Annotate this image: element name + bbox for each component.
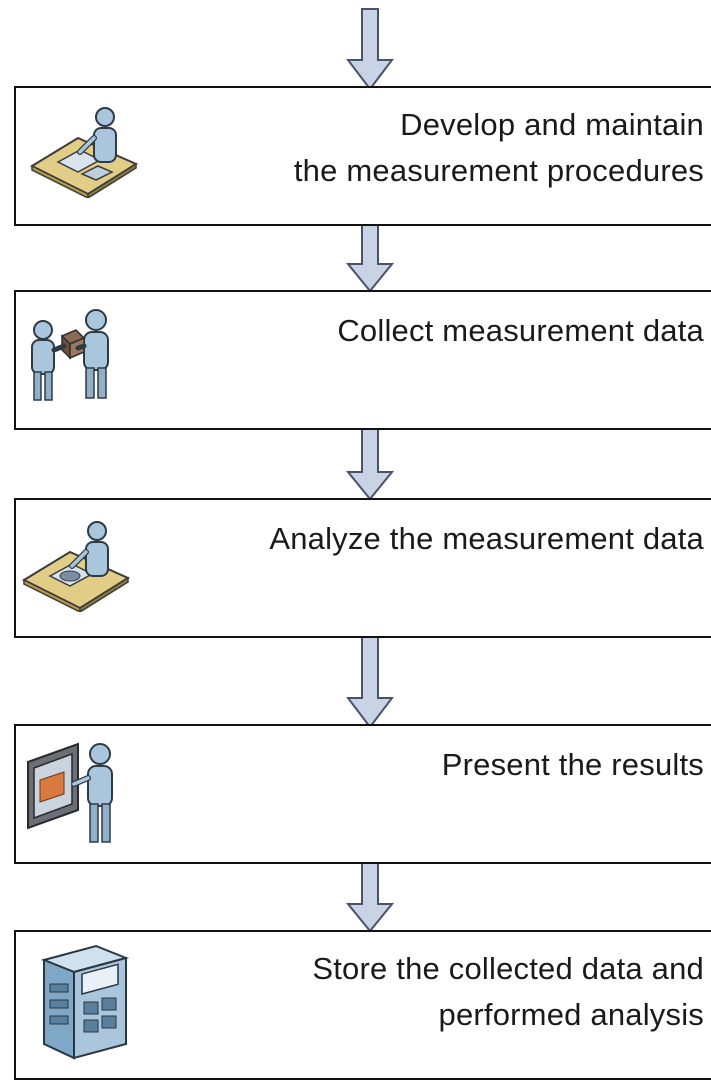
step-store-line-2: performed analysis [438,997,704,1032]
step-develop-line-2: the measurement procedures [293,153,704,188]
server-icon [40,944,130,1060]
people-exchanging-icon [31,309,109,401]
step-analyze-data: Analyze the measurement data [14,498,711,638]
flow-arrow-3 [346,636,394,728]
step-collect-data: Collect measurement data [14,290,711,430]
flow-arrow-1 [346,224,394,292]
step-store-line-1: Store the collected data and [312,951,704,986]
flow-arrow-top [346,8,394,90]
step-present-results: Present the results [14,724,711,864]
flow-arrow-4 [346,862,394,932]
person-at-desk-icon [21,521,131,612]
person-at-desk-icon [29,107,139,198]
step-collect-line-1: Collect measurement data [337,313,704,348]
step-develop-line-1: Develop and maintain [400,107,704,142]
step-develop-procedures: Develop and maintain the measurement pro… [14,86,711,226]
step-store-data: Store the collected data and performed a… [14,930,711,1080]
step-analyze-line-1: Analyze the measurement data [269,521,704,556]
step-present-line-1: Present the results [441,747,704,782]
presenter-at-screen-icon [27,742,113,843]
flow-arrow-2 [346,428,394,500]
